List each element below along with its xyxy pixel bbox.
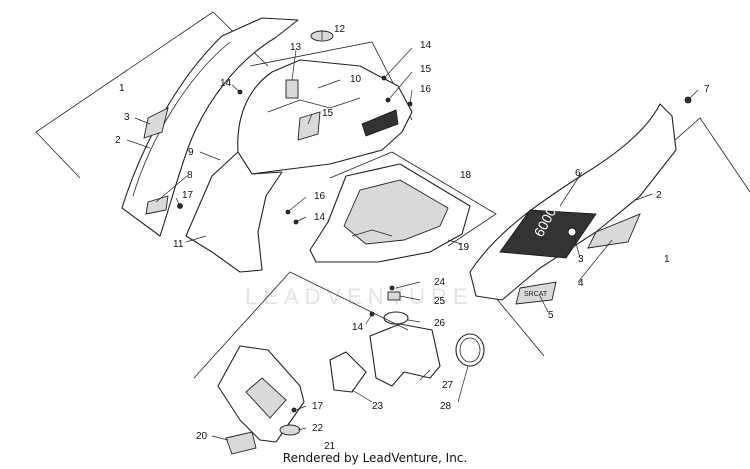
callout-9: 9 [188, 147, 194, 158]
storage-box-inner [343, 179, 449, 245]
hood-vent [361, 109, 399, 137]
callout-1-right: 1 [664, 254, 670, 265]
callout-17-top: 17 [182, 190, 194, 201]
hood-detail-line [267, 97, 361, 113]
leader-lines [126, 30, 699, 441]
callout-1-left: 1 [119, 83, 125, 94]
callout-13: 13 [290, 42, 302, 53]
callout-8: 8 [187, 170, 193, 181]
hood-upper [237, 59, 413, 175]
callout-12: 12 [334, 24, 346, 35]
decal-4 [587, 213, 641, 249]
callout-25: 25 [434, 296, 446, 307]
clip-16b [285, 209, 291, 215]
callout-11: 11 [173, 239, 184, 250]
callout-7: 7 [704, 84, 710, 95]
callout-20: 20 [196, 431, 208, 442]
footer-credit: Rendered by LeadVenture, Inc. [282, 451, 468, 465]
bracket-15 [297, 111, 321, 141]
left-decal-3 [143, 107, 169, 139]
callout-23: 23 [372, 401, 384, 412]
callout-18: 18 [460, 170, 472, 181]
screw-14b [381, 75, 387, 81]
grommet-26 [383, 311, 409, 325]
screw-24 [389, 285, 395, 291]
pad-22 [279, 424, 301, 436]
callout-22: 22 [312, 423, 324, 434]
lower-panel-cutout [245, 377, 287, 419]
callout-27: 27 [442, 380, 454, 391]
callout-14-top: 14 [420, 40, 432, 51]
decal-6 [499, 209, 597, 259]
callout-5: 5 [548, 310, 554, 321]
callout-21: 21 [324, 441, 336, 452]
callout-28: 28 [440, 401, 452, 412]
callout-15-center: 15 [322, 108, 334, 119]
callout-10: 10 [350, 74, 362, 85]
callout-3-right: 3 [578, 254, 584, 265]
clip-15 [385, 97, 391, 103]
callout-4: 4 [578, 278, 584, 289]
lower-panel-assembly [193, 271, 409, 455]
callout-2-left: 2 [115, 135, 121, 146]
frame-bracket-18 [329, 151, 497, 247]
logo-decal-5-text: SRCAT [524, 291, 548, 298]
callout-14-center: 14 [314, 212, 326, 223]
intake-duct-27 [369, 323, 441, 387]
callout-26: 26 [434, 318, 446, 329]
part-3-right [567, 227, 577, 237]
callout-16-top: 16 [420, 84, 432, 95]
storage-rib [351, 229, 393, 237]
hood-assembly [185, 30, 413, 273]
left-panel-crease [132, 41, 231, 197]
clip-25 [387, 291, 401, 301]
callout-6: 6 [575, 168, 581, 179]
clamp-28-inner [459, 337, 481, 363]
storage-box-assembly [309, 151, 497, 263]
bracket-13 [285, 79, 299, 99]
callout-24: 24 [434, 277, 446, 288]
screw-7 [684, 96, 692, 104]
right-side-panel-assembly: 6000 SRCAT [469, 96, 750, 357]
callout-15-top: 15 [420, 64, 432, 75]
callout-17-bottom: 17 [312, 401, 324, 412]
right-side-panel [469, 103, 677, 301]
callout-labels: 1 3 2 8 17 11 9 13 12 14 10 15 14 15 16 … [115, 24, 710, 452]
callout-16-center: 16 [314, 191, 326, 202]
callout-14-lower: 14 [352, 322, 364, 333]
screw-17b [291, 407, 297, 413]
callout-19: 19 [458, 242, 470, 253]
callout-3-left: 3 [124, 112, 130, 123]
logo-decal-5 [515, 281, 557, 305]
callout-2-right: 2 [656, 190, 662, 201]
hood-lower-9 [185, 151, 283, 273]
bracket-20 [225, 431, 257, 455]
air-intake-assembly [329, 285, 485, 393]
frame-bracket-21 [193, 271, 409, 379]
seal-23 [329, 351, 367, 393]
callout-14-left: 14 [220, 78, 232, 89]
left-decal-8 [145, 195, 169, 215]
